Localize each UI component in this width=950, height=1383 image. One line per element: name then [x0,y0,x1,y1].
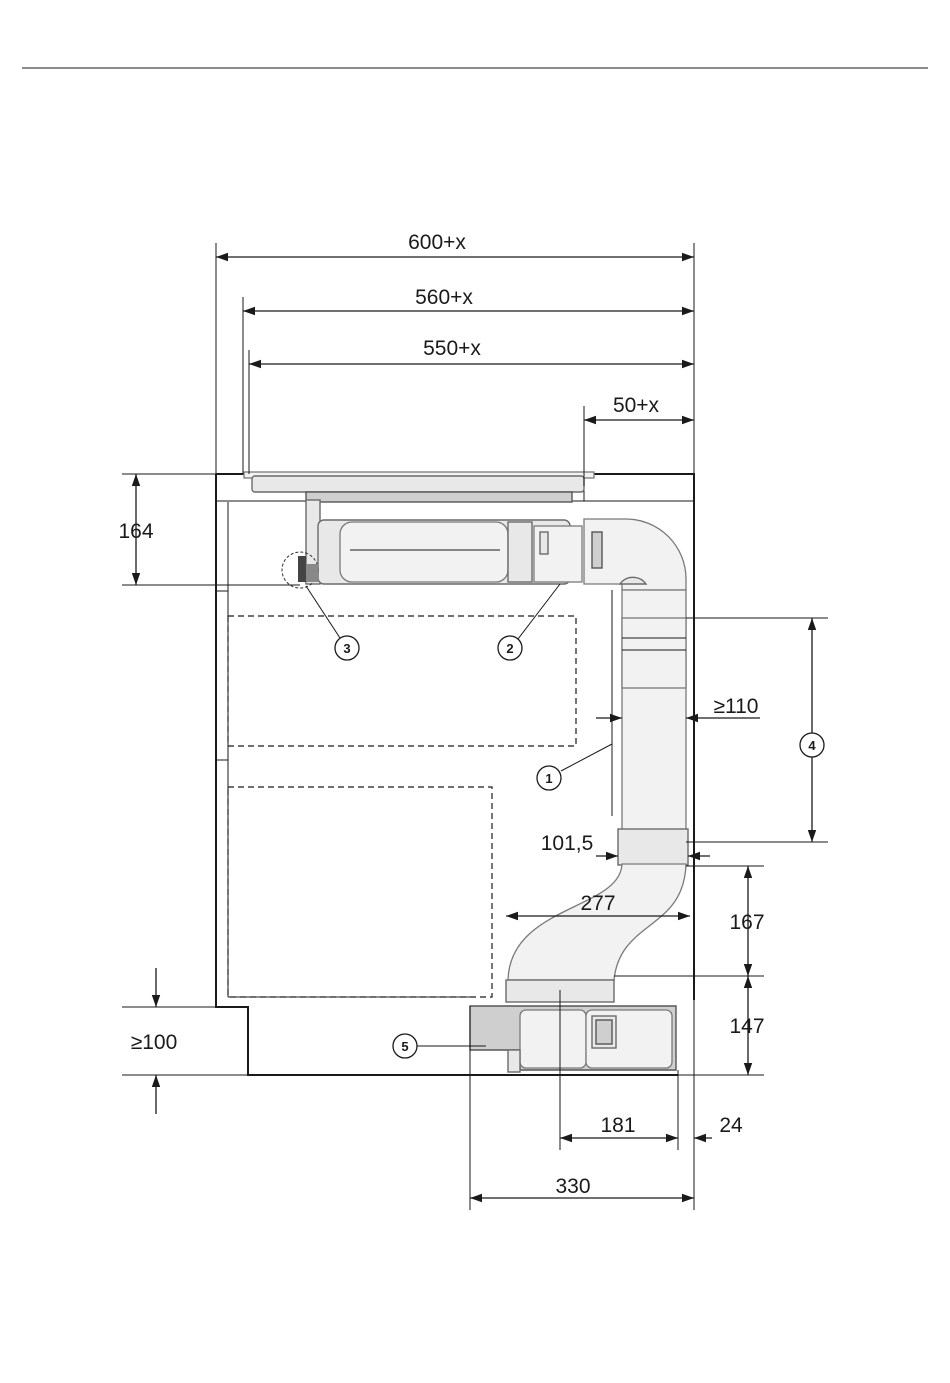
drawer-upper [228,616,576,746]
dim-550x: 550+x [423,337,481,360]
svg-text:3: 3 [343,641,350,656]
hob [244,472,594,584]
dim-50x: 50+x [613,394,660,417]
fan-unit [470,1006,676,1072]
dim-330: 330 [555,1175,590,1198]
duct [506,519,688,1002]
dim-181: 181 [600,1114,635,1137]
svg-text:1: 1 [545,771,552,786]
svg-text:2: 2 [506,641,513,656]
drawer-lower [228,787,492,997]
dim-110: ≥110 [713,695,758,718]
dim-277: 277 [580,892,615,915]
dim-600x: 600+x [408,231,466,254]
dim-147: 147 [729,1015,764,1038]
dim-167: 167 [729,911,764,934]
dim-101-5: 101,5 [541,832,594,855]
svg-text:5: 5 [401,1039,408,1054]
svg-text:4: 4 [808,738,816,753]
dim-100: ≥100 [131,1031,178,1054]
dim-164: 164 [118,520,153,543]
dim-24: 24 [719,1114,743,1137]
dim-560x: 560+x [415,286,473,309]
